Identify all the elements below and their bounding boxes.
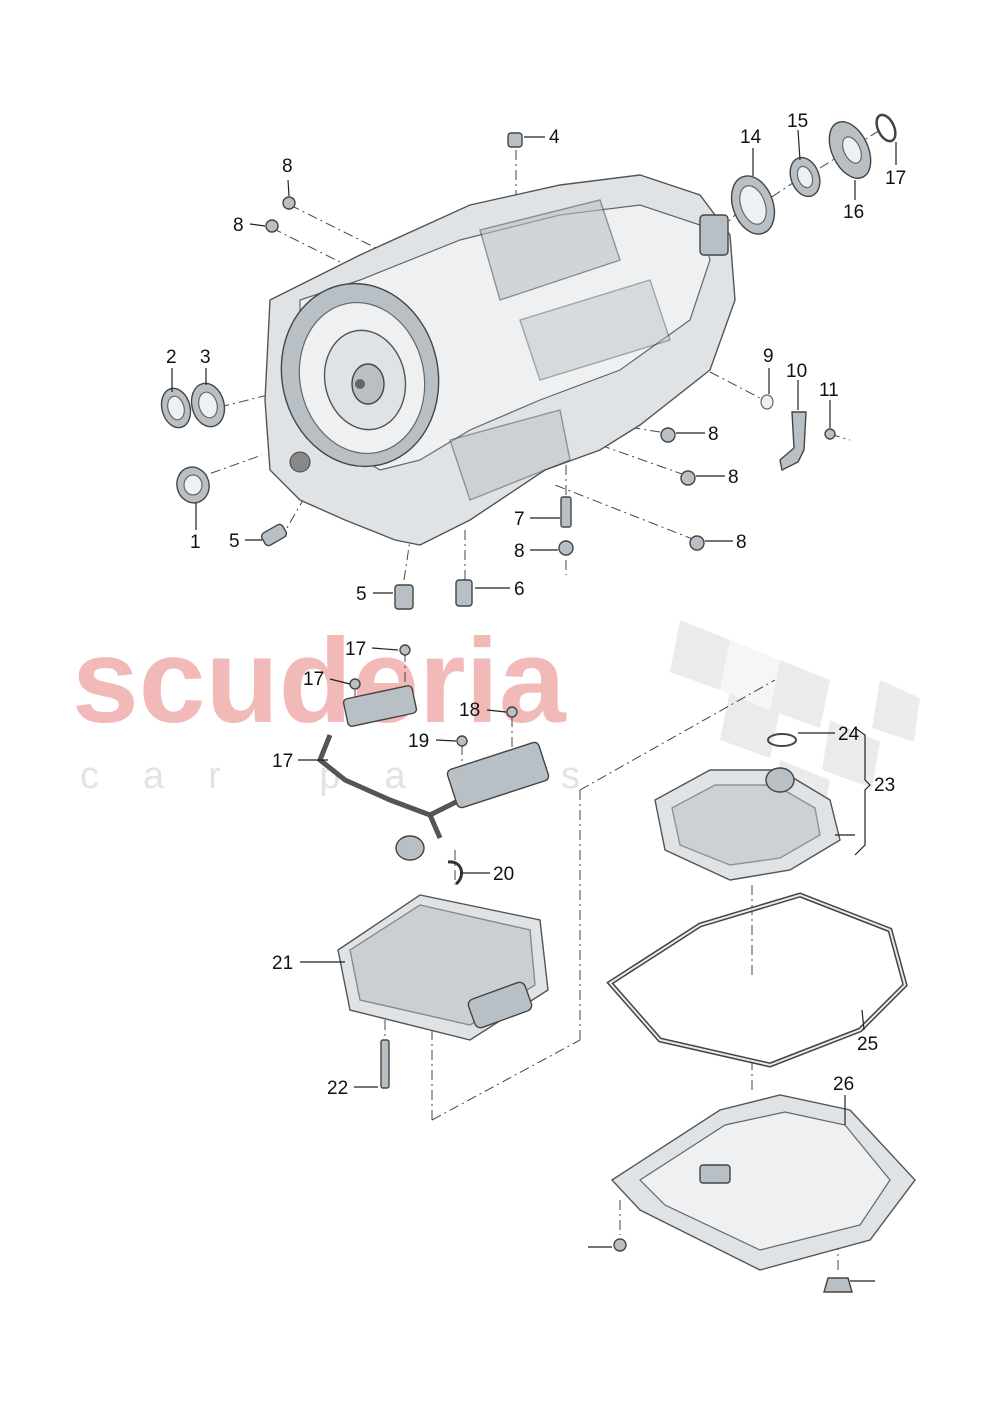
plug-part-8d: [660, 427, 676, 443]
hardware-top: [160, 113, 897, 610]
harness-group: [316, 644, 550, 1089]
plug-part-8e: [680, 470, 696, 486]
clip-part-18: [447, 860, 464, 886]
callout-19: 21: [272, 953, 293, 974]
callout-23: 25: [857, 1034, 878, 1055]
sensor-module: [342, 685, 418, 727]
plug-part-8f: [689, 535, 705, 551]
bolt-part-26: [613, 1238, 627, 1252]
callout-13: 15: [787, 111, 808, 132]
callout-6: 6: [514, 579, 525, 600]
callout-21: 23: [874, 775, 895, 796]
callout-9: 9: [763, 346, 774, 367]
leader-lines: [171, 129, 897, 1282]
callout-8-right-b: 8: [728, 467, 739, 488]
sensor-part-5a: [260, 523, 288, 547]
callout-17-c: 18: [459, 700, 480, 721]
callout-22: 24: [838, 724, 860, 745]
callout-11: 11: [819, 380, 839, 401]
callout-7: 7: [514, 509, 525, 530]
nut-part-11: [824, 428, 836, 440]
plug-part-4: [507, 132, 523, 148]
callout-17-a: 17: [345, 639, 366, 660]
o-ring-part-22: [767, 733, 797, 747]
callout-labels: 4 8 8 14 15 16 17 2 3 1 5 5 6 7 8 8 8 8 …: [166, 111, 906, 1099]
transmission-housing: [264, 174, 736, 546]
callout-16: 17: [272, 751, 293, 772]
callout-3: 3: [200, 347, 211, 368]
lever-part-10: [779, 411, 807, 472]
plug-part-8c: [558, 540, 574, 556]
callout-5-bottom: 5: [356, 584, 367, 605]
callout-18: 20: [493, 864, 514, 885]
callout-17-b: 17: [303, 669, 324, 690]
callout-20: 22: [327, 1078, 348, 1099]
seal-part-9: [760, 394, 774, 410]
bolt-part-7: [560, 496, 572, 528]
callout-8-right-a: 8: [708, 424, 719, 445]
harness-plug: [395, 835, 425, 861]
callout-4: 4: [549, 127, 560, 148]
harness-connector-block: [446, 741, 550, 809]
callout-8-left: 8: [233, 215, 244, 236]
callout-8-center: 8: [514, 541, 525, 562]
callout-5-left: 5: [229, 531, 240, 552]
oil-pan-group: [606, 727, 916, 1293]
callout-8-right-c: 8: [736, 532, 747, 553]
sensor-part-5b: [394, 584, 414, 610]
callout-14: 16: [843, 202, 864, 223]
watermark-brand: scuderia: [72, 614, 567, 748]
plug-part-8a: [282, 196, 296, 210]
circlip-part-15: [875, 113, 897, 143]
callout-10: 10: [786, 361, 807, 382]
callout-1: 1: [190, 532, 201, 553]
callout-15: 17: [885, 168, 906, 189]
callout-17-d: 19: [408, 731, 429, 752]
plug-part-25: [823, 1277, 853, 1293]
callout-2: 2: [166, 347, 177, 368]
callout-8-top: 8: [282, 156, 293, 177]
callout-24: 26: [833, 1074, 854, 1095]
callout-12: 14: [740, 127, 762, 148]
harness-cable: [316, 734, 443, 839]
switch-part-6: [455, 579, 473, 607]
bolt-part-20: [380, 1039, 390, 1089]
plug-part-8b: [265, 219, 279, 233]
